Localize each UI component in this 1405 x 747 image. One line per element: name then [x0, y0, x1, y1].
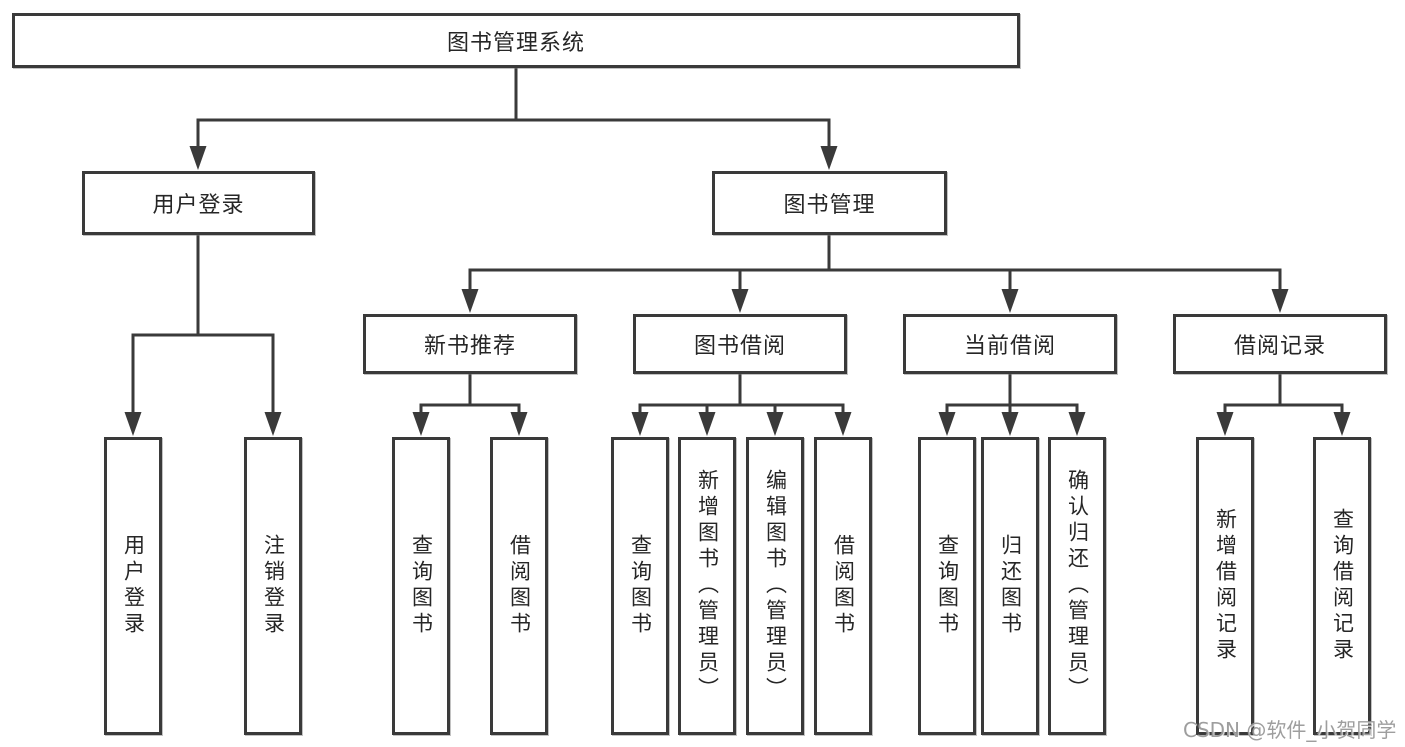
node-book-borrowing: 图书借阅 [633, 314, 847, 374]
leaf-borrow-books-recommend: 借阅图书 [490, 437, 548, 735]
leaf-label: 归还图书 [998, 534, 1023, 638]
leaf-query-books-recommend: 查询图书 [392, 437, 450, 735]
node-current-borrowing: 当前借阅 [903, 314, 1117, 374]
leaf-label: 查询图书 [935, 534, 960, 638]
node-label: 新书推荐 [423, 334, 516, 359]
leaf-user-login: 用户登录 [104, 437, 162, 735]
leaf-label: 查询图书 [628, 534, 653, 638]
node-borrowing-records: 借阅记录 [1173, 314, 1387, 374]
leaf-add-books-admin: 新增图书（管理员） [678, 437, 736, 735]
leaf-logout: 注销登录 [244, 437, 302, 735]
leaf-label: 新增图书（管理员） [695, 469, 720, 703]
leaf-label: 查询图书 [409, 534, 434, 638]
leaf-label: 借阅图书 [831, 534, 856, 638]
node-label: 用户登录 [152, 193, 245, 218]
node-label: 图书管理 [783, 193, 876, 218]
node-book-management: 图书管理 [712, 171, 947, 235]
arrowheads [124, 146, 1351, 436]
leaf-borrow-books: 借阅图书 [814, 437, 872, 735]
leaf-query-books-borrow: 查询图书 [611, 437, 669, 735]
node-library-management-system: 图书管理系统 [12, 13, 1020, 68]
leaf-edit-books-admin: 编辑图书（管理员） [746, 437, 804, 735]
node-user-login: 用户登录 [82, 171, 315, 235]
leaf-label: 新增借阅记录 [1213, 508, 1238, 664]
leaf-label: 确认归还（管理员） [1065, 469, 1090, 703]
leaf-query-borrow-record: 查询借阅记录 [1313, 437, 1371, 735]
node-label: 借阅记录 [1233, 334, 1326, 359]
leaf-label: 查询借阅记录 [1330, 508, 1355, 664]
leaf-label: 注销登录 [261, 534, 286, 638]
leaf-confirm-return-admin: 确认归还（管理员） [1048, 437, 1106, 735]
leaf-return-books: 归还图书 [981, 437, 1039, 735]
leaf-add-borrow-record: 新增借阅记录 [1196, 437, 1254, 735]
node-new-book-recommendation: 新书推荐 [363, 314, 577, 374]
node-label: 图书管理系统 [446, 30, 585, 56]
node-label: 当前借阅 [963, 334, 1056, 359]
leaf-label: 用户登录 [121, 534, 146, 638]
leaf-query-books-current: 查询图书 [918, 437, 976, 735]
leaf-label: 借阅图书 [507, 534, 532, 638]
csdn-watermark: CSDN @软件_小贺同学 [1183, 718, 1397, 742]
leaf-label: 编辑图书（管理员） [763, 469, 788, 703]
node-label: 图书借阅 [693, 334, 786, 359]
